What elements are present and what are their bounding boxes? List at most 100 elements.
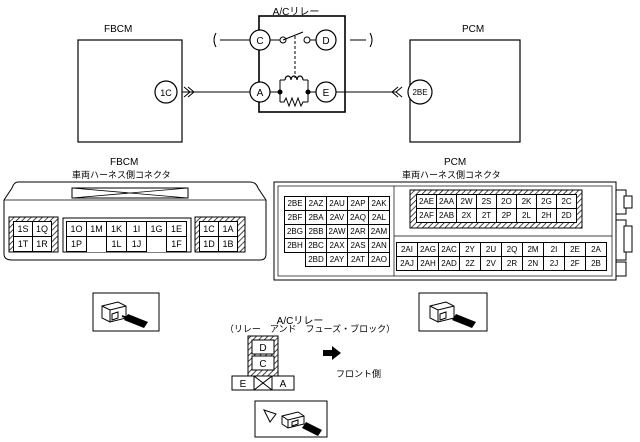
pin-cell: 1O <box>66 221 87 237</box>
pin-cell: 2P <box>496 208 517 223</box>
pin-cell: 2L <box>516 208 537 223</box>
pin-cell: 2AB <box>436 208 457 223</box>
pin-cell: 2AT <box>347 252 369 267</box>
pin-cell: 1T <box>13 236 33 252</box>
pin-cell: 2B <box>585 256 607 271</box>
pin-cell: 2AV <box>326 210 348 225</box>
pin-cell: 2D <box>556 208 577 223</box>
pin-cell: 2AQ <box>347 210 369 225</box>
relay-cell-d: D <box>259 343 266 354</box>
pin-cell: 2AL <box>368 210 390 225</box>
pin-cell: 2T <box>476 208 497 223</box>
relay-coil <box>284 75 304 81</box>
pin-cell: 2A <box>585 242 607 257</box>
pin-cell: 1S <box>13 221 33 237</box>
pin-cell: 1L <box>106 236 127 252</box>
pin-cell: 2O <box>496 194 517 209</box>
front-side-label: フロント側 <box>336 369 382 379</box>
pin-cell: 1A <box>218 221 238 237</box>
pin-cell-empty <box>147 237 167 252</box>
pin-cell-empty <box>285 253 306 267</box>
pin-cell: 2BG <box>284 224 306 239</box>
pin-cell: 2AE <box>416 194 437 209</box>
pin-cell: 1J <box>126 236 147 252</box>
pin-cell: 2AZ <box>305 196 327 211</box>
pin-cell: 2F <box>564 256 586 271</box>
terminal-a-circle <box>249 81 271 103</box>
pin-cell: 2AH <box>417 256 439 271</box>
relay-block-diagram: D C E A <box>231 335 295 391</box>
relay-cell-c: C <box>259 359 266 370</box>
pin-cell: 1D <box>199 236 219 252</box>
pin-cell: 1R <box>32 236 52 252</box>
pin-cell: 2Y <box>459 242 481 257</box>
terminal-e-circle <box>315 81 337 103</box>
pcm-pin-circle <box>407 79 433 105</box>
pin-cell: 2AY <box>326 252 348 267</box>
pin-cell: 2AA <box>436 194 457 209</box>
pin-cell: 1P <box>66 236 87 252</box>
pin-cell: 2AM <box>368 224 390 239</box>
pcm-label: PCM <box>462 24 485 35</box>
probe-icon <box>92 292 160 332</box>
pin-cell: 2N <box>522 256 544 271</box>
pin-cell: 2U <box>480 242 502 257</box>
pin-cell: 2Z <box>459 256 481 271</box>
fbcm-right-grid: 1C 1A 1D 1B <box>199 221 238 252</box>
pin-cell: 2K <box>516 194 537 209</box>
pin-cell: 1F <box>166 236 187 252</box>
pin-cell: 2AF <box>416 208 437 223</box>
pin-cell: 1C <box>199 221 219 237</box>
pin-cell: 2R <box>501 256 523 271</box>
relay-block-title-2: （リレー アンド フューズ・ブロック） <box>224 324 396 334</box>
relay-block-title-1: A/Cリレー <box>276 316 324 327</box>
pin-cell: 2AO <box>368 252 390 267</box>
relay-title: A/Cリレー <box>272 7 320 18</box>
pin-cell: 1K <box>106 221 127 237</box>
relay-resistor <box>280 96 308 108</box>
terminal-c-text: C <box>256 36 263 47</box>
pin-cell: 2AR <box>347 224 369 239</box>
relay-cell-e: E <box>240 379 247 390</box>
fbcm-left-grid: 1S 1Q 1T 1R <box>13 221 52 252</box>
pin-cell: 2BF <box>284 210 306 225</box>
pin-cell: 2V <box>480 256 502 271</box>
pin-cell: 2AN <box>368 238 390 253</box>
terminal-d-circle <box>315 29 337 51</box>
pcm-pin-text: 2BE <box>412 88 427 97</box>
wiring-schematic: C D A E 1C 2BE <box>77 15 521 143</box>
pin-cell: 2BA <box>305 210 327 225</box>
probe-icon <box>254 400 328 438</box>
pin-cell: 2BC <box>305 238 327 253</box>
pin-cell: 1M <box>86 221 107 237</box>
probe-icon <box>418 292 488 332</box>
fbcm-middle-grid: 1O 1M 1K 1I 1G 1E 1P 1L 1J 1F <box>66 221 187 252</box>
terminal-a-text: A <box>257 88 264 99</box>
fbcm-pin-text: 1C <box>160 88 172 98</box>
pcm-upper-right-grid: 2AE 2AA 2W 2S 2O 2K 2G 2C 2AF 2AB 2X 2T … <box>416 194 577 223</box>
pin-cell: 2S <box>476 194 497 209</box>
pin-cell: 1B <box>218 236 238 252</box>
pin-cell: 2AJ <box>396 256 418 271</box>
pin-cell: 2AS <box>347 238 369 253</box>
pcm-connector-title-1: PCM <box>444 157 467 168</box>
pin-cell: 1E <box>166 221 187 237</box>
pin-cell: 2AP <box>347 196 369 211</box>
terminal-d-text: D <box>322 36 329 47</box>
pin-cell: 2C <box>556 194 577 209</box>
pin-cell: 2AK <box>368 196 390 211</box>
pcm-lower-right-grid: 2AI 2AG 2AC 2Y 2U 2Q 2M 2I 2E 2A 2AJ 2AH… <box>396 242 607 271</box>
fbcm-connector-title-2: 車両ハーネス側コネクタ <box>72 170 171 180</box>
pin-cell: 2BH <box>284 238 306 253</box>
fbcm-pin-circle <box>154 80 178 104</box>
pin-cell: 2H <box>536 208 557 223</box>
pin-cell: 2J <box>543 256 565 271</box>
pin-cell: 1Q <box>32 221 52 237</box>
pin-cell: 2Q <box>501 242 523 257</box>
pin-cell: 2E <box>564 242 586 257</box>
terminal-e-text: E <box>323 88 330 99</box>
pin-cell: 2AD <box>438 256 460 271</box>
pin-cell: 2BD <box>305 252 327 267</box>
terminal-c-circle <box>249 29 271 51</box>
pin-cell: 2X <box>456 208 477 223</box>
